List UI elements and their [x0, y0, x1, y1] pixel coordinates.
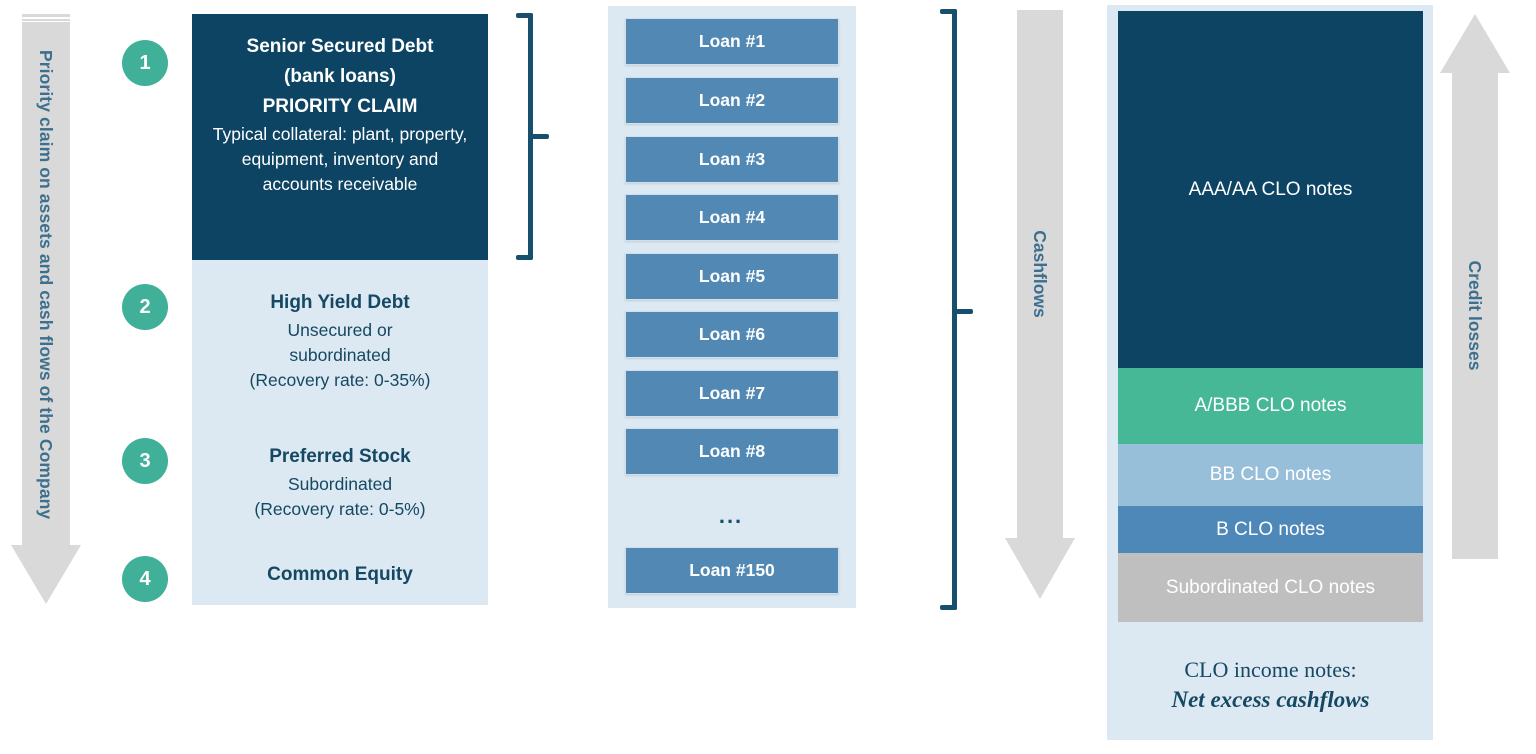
tier1-emphasis: PRIORITY CLAIM: [262, 96, 418, 117]
loan-item: Loan #3: [625, 136, 839, 183]
loan-item-last: Loan #150: [625, 547, 839, 594]
tier-high-yield-debt: High Yield Debt Unsecured or subordinate…: [210, 288, 470, 393]
tier-number-badge-3: 3: [122, 438, 168, 484]
priority-claim-arrow: Priority claim on assets and cash flows …: [11, 14, 81, 604]
tranche-aaa-aa: AAA/AA CLO notes: [1118, 11, 1423, 368]
loan-item: Loan #8: [625, 428, 839, 475]
arrow-shaft: [1452, 72, 1498, 559]
tier3-title: Preferred Stock: [269, 446, 411, 467]
bracket-arm-top: [516, 13, 533, 18]
capital-structure-column: Senior Secured Debt (bank loans) PRIORIT…: [192, 14, 488, 605]
arrow-cap-line-1: [22, 14, 70, 17]
credit-losses-label: Credit losses: [1465, 260, 1486, 371]
tier1-title: Senior Secured Debt: [246, 36, 434, 57]
tiers-2-4-panel: High Yield Debt Unsecured or subordinate…: [192, 260, 488, 605]
priority-claim-label: Priority claim on assets and cash flows …: [36, 50, 57, 520]
tier1-subtitle: (bank loans): [284, 66, 396, 87]
bracket-tick: [531, 134, 549, 139]
arrow-shaft: [22, 22, 70, 545]
bracket-arm-bottom: [516, 255, 533, 260]
loan-pool-container: Loan #1 Loan #2 Loan #3 Loan #4 Loan #5 …: [608, 6, 856, 608]
loan-item: Loan #2: [625, 77, 839, 124]
loan-item: Loan #5: [625, 253, 839, 300]
loan-item: Loan #6: [625, 311, 839, 358]
bracket-arm-bottom: [940, 605, 957, 610]
tier2-title: High Yield Debt: [270, 292, 410, 313]
tranche-bb: BB CLO notes: [1118, 444, 1423, 506]
credit-losses-arrow: Credit losses: [1440, 14, 1510, 604]
tier-number-badge-4: 4: [122, 556, 168, 602]
loan-list-ellipsis: ...: [718, 503, 744, 528]
arrow-cap-line-2: [22, 19, 70, 21]
tier-senior-secured-debt: Senior Secured Debt (bank loans) PRIORIT…: [192, 14, 488, 278]
bracket-spine: [952, 9, 957, 610]
arrow-head-up-icon: [1440, 14, 1510, 73]
cashflows-label: Cashflows: [1030, 230, 1051, 318]
loan-item: Loan #1: [625, 18, 839, 65]
tier3-line1: Subordinated: [287, 474, 393, 494]
arrow-head-down-icon: [11, 545, 81, 604]
tier-preferred-stock: Preferred Stock Subordinated (Recovery r…: [210, 442, 470, 522]
bracket-loan-pool-to-clo: [940, 9, 973, 610]
arrow-shaft: [1017, 10, 1063, 538]
clo-income-notes: CLO income notes: Net excess cashflows: [1118, 635, 1423, 735]
tier-common-equity: Common Equity: [210, 560, 470, 590]
tier4-title: Common Equity: [267, 564, 413, 585]
bracket-spine: [528, 13, 533, 260]
tier-number-badge-2: 2: [122, 284, 168, 330]
tranche-b: B CLO notes: [1118, 506, 1423, 553]
tier2-line2: subordinated: [289, 345, 391, 365]
bracket-senior-to-loan-pool: [516, 13, 549, 260]
loan-item: Loan #7: [625, 370, 839, 417]
loan-item: Loan #4: [625, 194, 839, 241]
tier3-recovery: (Recovery rate: 0-5%): [254, 499, 426, 519]
tier2-line1: Unsecured or: [287, 320, 393, 340]
tier1-detail: Typical collateral: plant, property, equ…: [212, 124, 468, 194]
tranche-a-bbb: A/BBB CLO notes: [1118, 368, 1423, 444]
cashflows-arrow: Cashflows: [1005, 10, 1075, 600]
bracket-tick: [955, 309, 973, 314]
bracket-arm-top: [940, 9, 957, 14]
tranche-subordinated: Subordinated CLO notes: [1118, 553, 1423, 622]
tier2-recovery: (Recovery rate: 0-35%): [249, 370, 431, 390]
clo-structure-container: AAA/AA CLO notes A/BBB CLO notes BB CLO …: [1107, 5, 1433, 740]
clo-income-line-2: Net excess cashflows: [1171, 687, 1370, 712]
arrow-head-down-icon: [1005, 538, 1075, 599]
clo-income-line-1: CLO income notes:: [1184, 657, 1357, 682]
tier-number-badge-1: 1: [122, 40, 168, 86]
